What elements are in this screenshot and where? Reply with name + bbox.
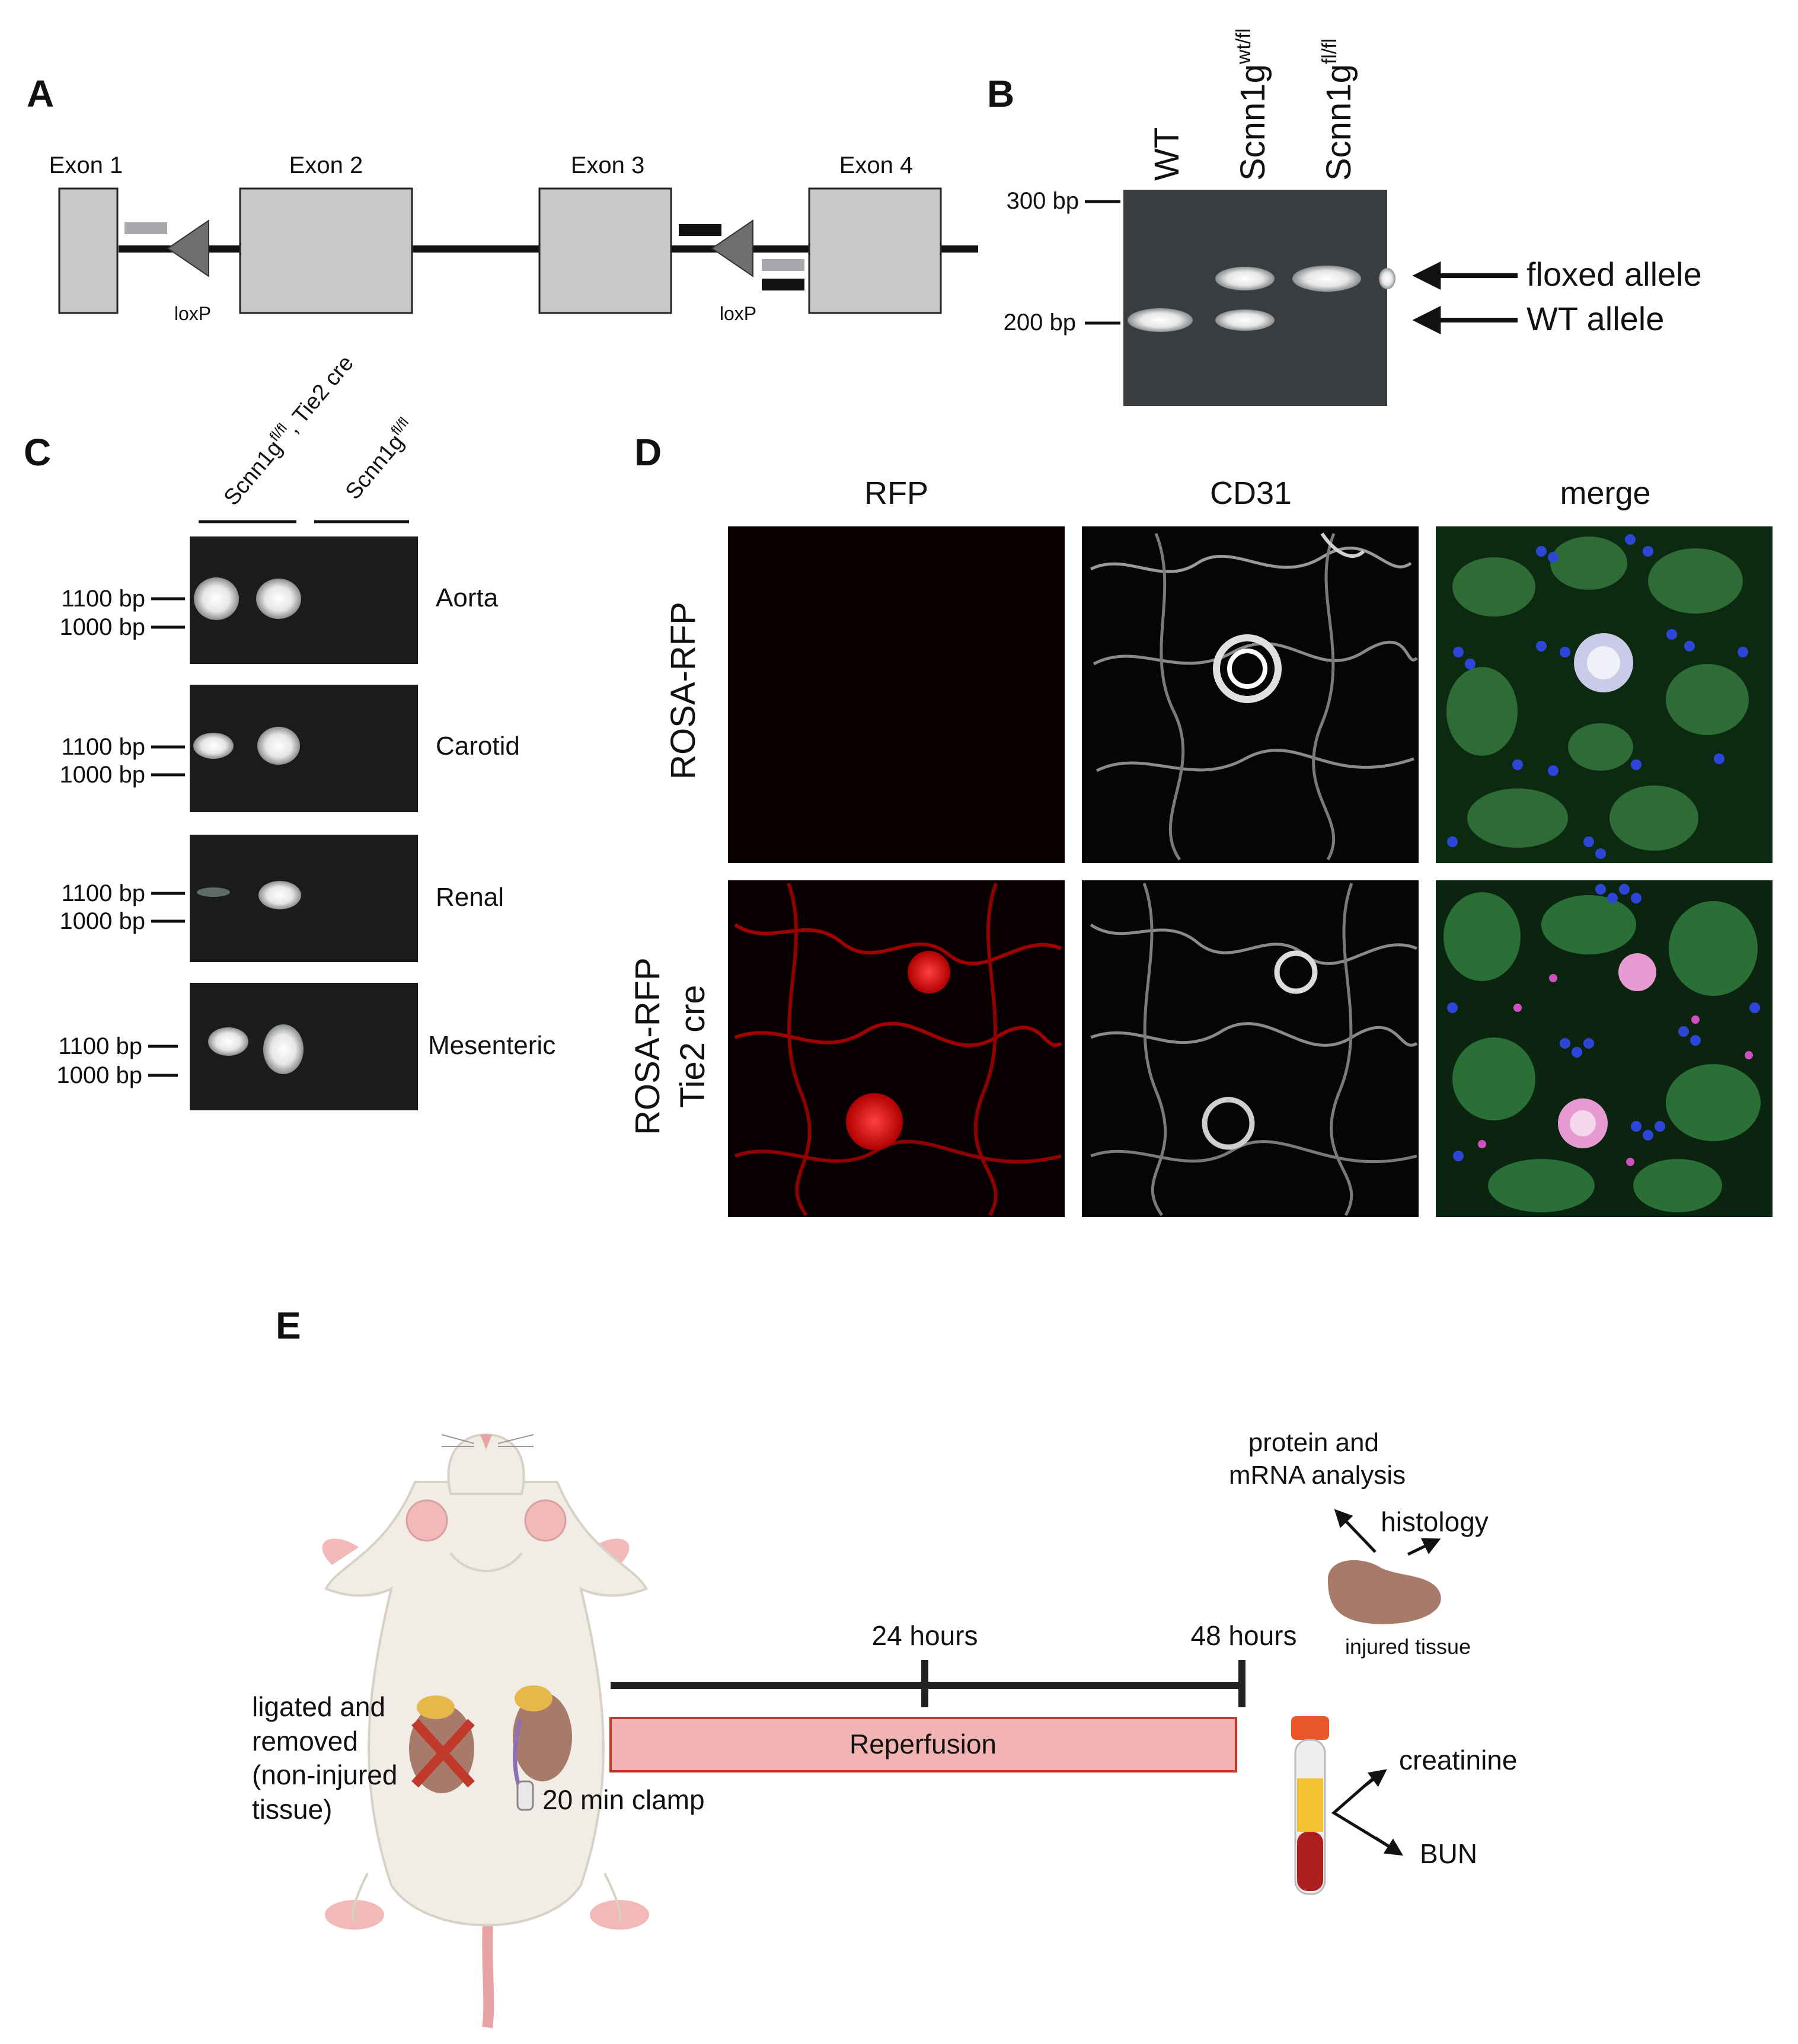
- gel-band: [208, 1027, 248, 1056]
- exon-4-label: Exon 4: [839, 152, 914, 178]
- panel-d: D RFP CD31 merge ROSA-RFP ROSA-RFP Tie2 …: [628, 431, 1773, 1217]
- wt-allele-label: WT allele: [1526, 300, 1664, 337]
- label-48h: 48 hours: [1190, 1620, 1296, 1651]
- gel-band: [194, 577, 239, 620]
- blood-tube-icon: [1291, 1716, 1329, 1895]
- marker-1100bp: 1100 bp: [61, 880, 145, 906]
- marker-1100bp: 1100 bp: [58, 1033, 142, 1059]
- row-label-rosa-cre: ROSA-RFP: [628, 957, 667, 1135]
- gel-b: [1123, 190, 1387, 406]
- marker-1000bp: 1000 bp: [59, 614, 145, 640]
- panel-label-d: D: [634, 431, 662, 474]
- exon-3-box: [538, 187, 672, 314]
- lane-label-het: Scnn1gwt/fl: [1232, 28, 1272, 181]
- panel-b: B WT Scnn1gwt/fl Scnn1gfl/fl 300 bp 200 …: [987, 28, 1702, 406]
- lane-label-flfl: Scnn1gfl/fl: [1318, 39, 1358, 181]
- reperfusion-bar: [609, 1717, 1237, 1772]
- kidney-clamped-icon: [513, 1692, 572, 1781]
- exon-3-label: Exon 3: [571, 152, 645, 178]
- tissue-mesenteric: Mesenteric: [428, 1031, 555, 1060]
- panel-label-e: E: [276, 1304, 301, 1347]
- exon-2-box: [239, 187, 413, 314]
- exon-4-box: [808, 187, 942, 314]
- tissue-carotid: Carotid: [436, 732, 520, 761]
- tissue-renal: Renal: [436, 883, 504, 912]
- lane-label-wt: WT: [1148, 127, 1186, 181]
- panel-a: A Exon 1 Exon 2 Exon 3 Exon 4 loxP loxP: [27, 72, 978, 324]
- marker-1000bp: 1000 bp: [59, 762, 145, 788]
- gel-band: [1128, 308, 1193, 332]
- panel-e: E li: [252, 1304, 1517, 2029]
- primer-gray-left: [124, 222, 167, 234]
- panel-label-a: A: [27, 72, 54, 115]
- gel-band: [1292, 266, 1361, 292]
- row-label-tie2cre: Tie2 cre: [673, 985, 712, 1107]
- gel-band: [263, 1024, 304, 1074]
- clamp-icon: [516, 1780, 534, 1811]
- gel-band: [257, 727, 300, 765]
- reperfusion-label: Reperfusion: [850, 1729, 997, 1759]
- floxed-allele-label: floxed allele: [1526, 256, 1702, 293]
- arrow-bun: [1374, 1836, 1404, 1856]
- clamp-label: 20 min clamp: [542, 1784, 705, 1815]
- marker-1100bp: 1100 bp: [61, 734, 145, 760]
- row-label-rosa: ROSA-RFP: [664, 602, 702, 780]
- image-merge-tie2cre: [1436, 880, 1773, 1217]
- exon-1-label: Exon 1: [49, 152, 123, 178]
- gel-band: [256, 579, 301, 619]
- gel-band: [193, 733, 234, 759]
- group-label-cre: Scnn1gfl/fl, Tie2 cre: [218, 349, 359, 510]
- gel-band: [258, 881, 301, 909]
- tissue-aorta: Aorta: [436, 583, 499, 612]
- gel-band: [1215, 309, 1275, 331]
- arrow-histology: [1407, 1538, 1441, 1556]
- bun-label: BUN: [1420, 1838, 1477, 1869]
- exon-1-box: [58, 187, 119, 314]
- injured-tissue-label: injured tissue: [1345, 1634, 1471, 1659]
- image-rfp-tie2cre: [728, 880, 1065, 1217]
- gel-band: [1379, 268, 1395, 289]
- marker-1000bp: 1000 bp: [56, 1062, 142, 1088]
- arrow-creatinine: [1362, 1769, 1387, 1788]
- analysis-label: protein and mRNA analysis: [1229, 1428, 1406, 1490]
- loxp-right-label: loxP: [720, 303, 756, 324]
- creatinine-label: creatinine: [1399, 1745, 1517, 1775]
- gel-c-renal: [190, 835, 418, 962]
- image-rfp-control: [728, 526, 1065, 863]
- marker-1100bp: 1100 bp: [61, 586, 145, 612]
- image-cd31-control: [1082, 526, 1419, 863]
- label-24h: 24 hours: [871, 1620, 978, 1651]
- image-merge-control: [1436, 526, 1773, 863]
- loxp-left-triangle: [167, 219, 209, 277]
- group-label-flfl: Scnn1gfl/fl: [339, 414, 421, 504]
- gel-band: [1215, 267, 1275, 290]
- col-label-cd31: CD31: [1210, 475, 1292, 511]
- loxp-left-label: loxP: [174, 303, 211, 324]
- primer-black-right: [762, 279, 804, 290]
- col-label-merge: merge: [1560, 475, 1650, 511]
- left-label: ligated and removed (non-injured tissue): [252, 1691, 405, 1825]
- histology-label: histology: [1381, 1506, 1489, 1537]
- image-cd31-tie2cre: [1082, 880, 1419, 1217]
- panel-label-b: B: [987, 72, 1014, 115]
- panel-c: C Scnn1gfl/fl, Tie2 cre Scnn1gfl/fl 1100…: [24, 349, 555, 1110]
- loxp-right-triangle: [711, 219, 753, 277]
- col-label-rfp: RFP: [864, 475, 928, 511]
- marker-1000bp: 1000 bp: [59, 908, 145, 934]
- arrow-analysis: [1334, 1509, 1377, 1553]
- primer-black-exon3: [679, 224, 721, 236]
- panel-label-c: C: [24, 431, 51, 474]
- primer-gray-right: [762, 259, 804, 271]
- gel-band: [197, 887, 230, 897]
- marker-200bp: 200 bp: [1004, 309, 1076, 336]
- injured-kidney-icon: [1328, 1560, 1441, 1624]
- marker-300bp: 300 bp: [1007, 188, 1079, 214]
- exon-2-label: Exon 2: [289, 152, 363, 178]
- mouse-illustration: [322, 1433, 649, 2029]
